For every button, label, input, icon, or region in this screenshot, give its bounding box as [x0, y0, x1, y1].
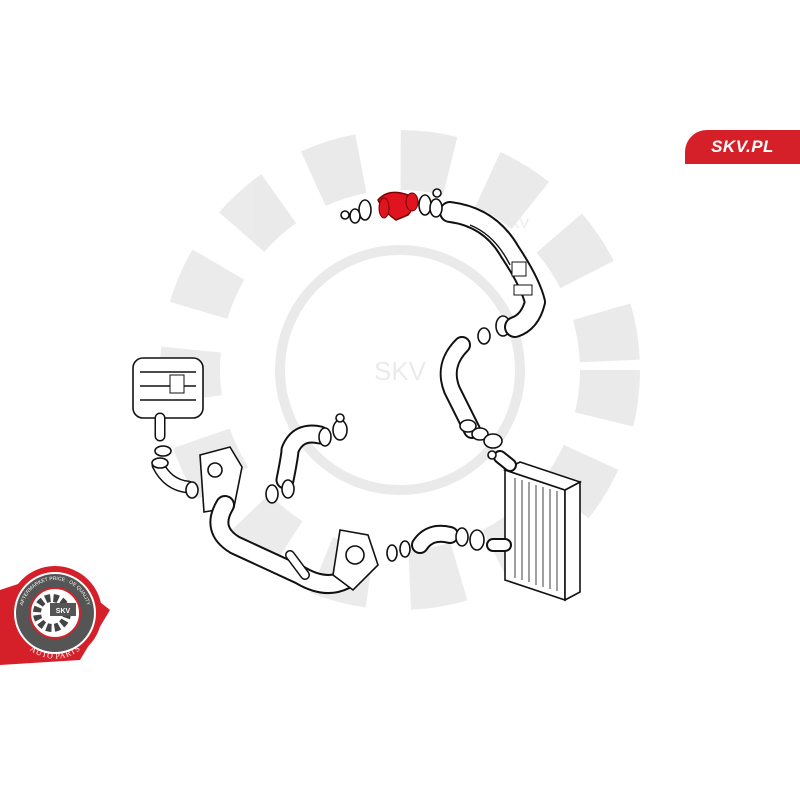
skv-auto-parts-badge: SKV AFTERMARKET PRICE · OE QUALITY AUTO …: [0, 566, 110, 665]
skv-pl-logo: SKV.PL: [685, 130, 800, 164]
mid-left-hose: [265, 413, 348, 504]
lower-pipe: [199, 446, 379, 594]
expansion-tank: [132, 357, 204, 442]
lower-right-hose: [386, 524, 485, 562]
upper-right-pipe: [439, 201, 546, 338]
watermark-text: SKV: [374, 356, 427, 386]
badge-center-text: SKV: [56, 608, 71, 615]
highlighted-hose: [340, 188, 443, 224]
tank-hose: [151, 445, 199, 499]
intercooler: [486, 450, 583, 602]
center-hose: [439, 315, 511, 460]
watermark-text-small: SKV: [501, 215, 530, 231]
